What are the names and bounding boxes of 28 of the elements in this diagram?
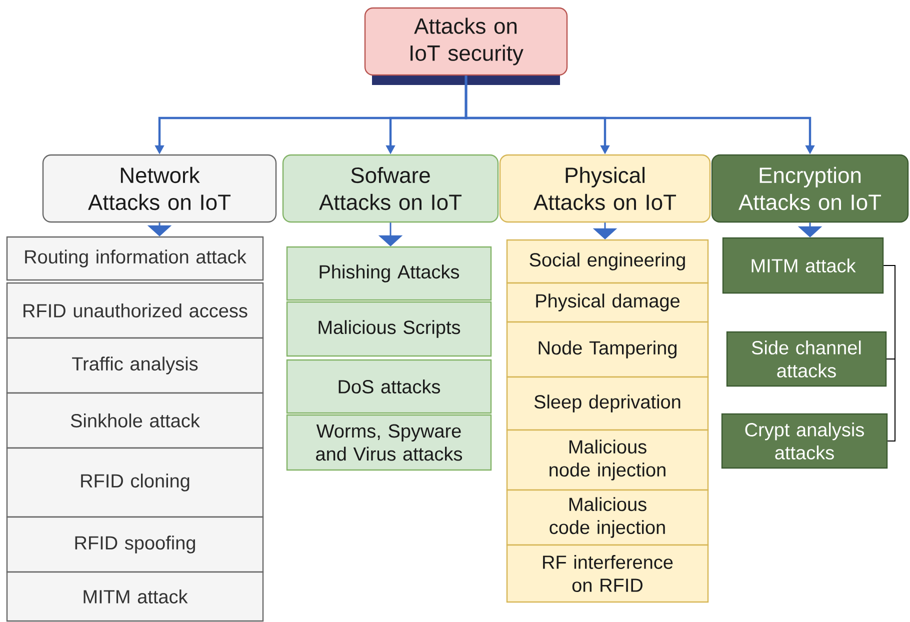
attack-box: Malicious Scripts <box>286 301 492 357</box>
connector-line <box>886 358 896 442</box>
category-box: Encryption Attacks on IoT <box>711 154 909 223</box>
attack-box: Traffic analysis <box>6 337 264 394</box>
root-box: Attacks on IoT security <box>364 7 568 85</box>
attack-box: Phishing Attacks <box>286 246 492 301</box>
attack-box: RFID unauthorized access <box>6 282 264 339</box>
attack-box: Worms, Spyware and Virus attacks <box>286 414 492 471</box>
attack-box: MITM attack <box>6 571 264 622</box>
attack-box: Crypt analysis attacks <box>721 413 888 469</box>
attack-box: Malicious node injection <box>506 429 709 491</box>
attack-box: Malicious code injection <box>506 489 709 546</box>
category-box: Physical Attacks on IoT <box>499 154 711 223</box>
attack-box: Routing information attack <box>6 236 264 281</box>
connector-line <box>883 265 896 360</box>
attack-box: Social engineering <box>506 239 709 284</box>
attack-box: Physical damage <box>506 282 709 323</box>
attack-box: Side channel attacks <box>726 331 887 387</box>
category-box: Network Attacks on IoT <box>42 154 277 223</box>
attack-box: RFID cloning <box>6 447 264 518</box>
attack-box: Sinkhole attack <box>6 392 264 449</box>
attack-box: RF interference on RFID <box>506 544 709 603</box>
attack-box: Sleep deprivation <box>506 376 709 431</box>
attack-box: Node Tampering <box>506 321 709 378</box>
attack-box: RFID spoofing <box>6 516 264 573</box>
attack-box: MITM attack <box>722 237 884 294</box>
attack-box: DoS attacks <box>286 359 492 414</box>
category-box: Sofware Attacks on IoT <box>282 154 499 223</box>
